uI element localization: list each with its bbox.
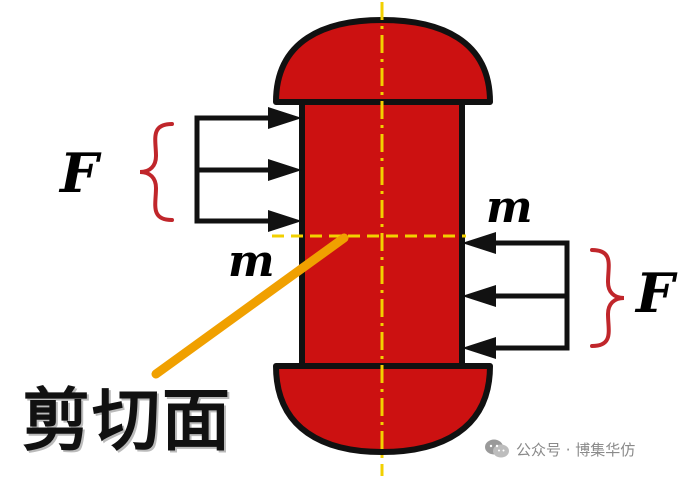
force-label-right: F bbox=[636, 261, 675, 325]
left-arrowhead-top bbox=[268, 107, 302, 129]
left-force-arrows bbox=[194, 115, 272, 224]
section-label-right: m bbox=[486, 182, 533, 233]
watermark: 公众号 · 博集华仿 bbox=[484, 438, 635, 460]
right-brace bbox=[590, 248, 625, 348]
shear-pointer-line bbox=[151, 233, 349, 379]
right-arrowhead-bottom bbox=[462, 337, 496, 359]
left-brace bbox=[139, 122, 174, 222]
shear-plane-label: 剪切面 bbox=[22, 382, 233, 461]
watermark-text: 公众号 · 博集华仿 bbox=[516, 440, 636, 459]
right-force-arrows bbox=[492, 240, 570, 351]
force-label-left: F bbox=[60, 141, 99, 205]
section-label-left: m bbox=[228, 236, 275, 287]
left-arrowhead-bottom bbox=[268, 210, 302, 232]
left-arrowhead-middle bbox=[268, 159, 302, 181]
right-arrowhead-top bbox=[462, 232, 496, 254]
right-arrowhead-middle bbox=[462, 285, 496, 307]
wechat-icon bbox=[485, 439, 509, 458]
